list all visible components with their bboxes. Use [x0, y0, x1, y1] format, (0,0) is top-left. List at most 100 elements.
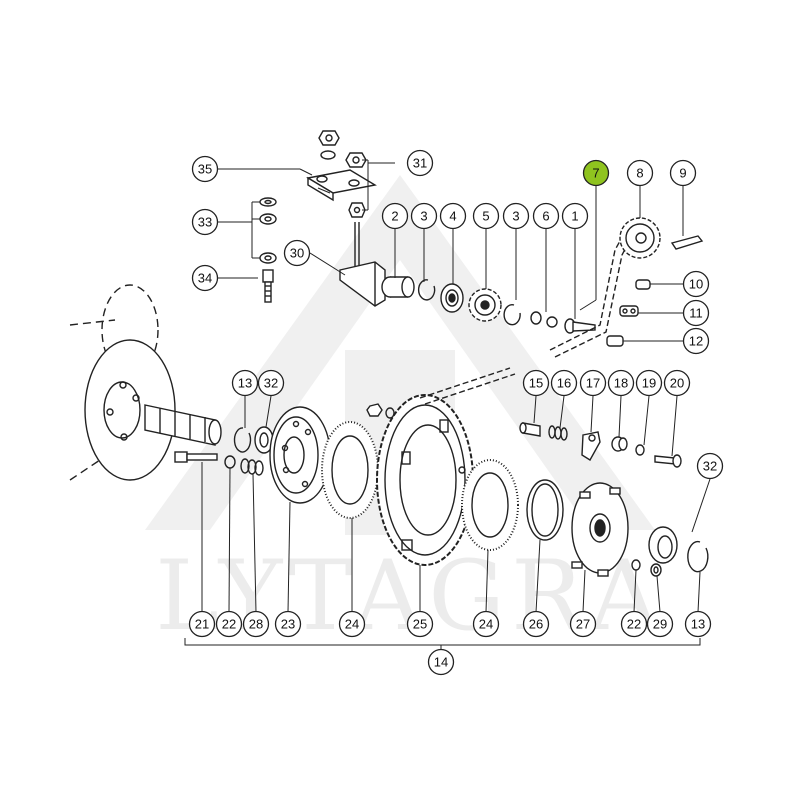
ring-32-part	[648, 526, 678, 564]
svg-text:31: 31	[413, 156, 427, 171]
callout-33: 33	[191, 208, 219, 236]
svg-text:11: 11	[689, 306, 703, 321]
svg-text:5: 5	[482, 209, 489, 224]
svg-text:9: 9	[679, 166, 686, 181]
ring-32-part	[254, 426, 274, 454]
svg-text:3: 3	[512, 209, 519, 224]
chain-part	[419, 367, 516, 405]
svg-text:8: 8	[636, 166, 643, 181]
svg-text:4: 4	[449, 209, 456, 224]
callout-16: 16	[550, 369, 578, 397]
svg-text:12: 12	[689, 334, 703, 349]
svg-text:22: 22	[222, 617, 236, 632]
svg-text:7: 7	[592, 166, 599, 181]
bolt-21-part	[174, 451, 218, 463]
callout-17: 17	[579, 369, 607, 397]
circlip-part	[503, 304, 521, 326]
clutch-hub-part	[571, 482, 629, 577]
bolt-20-part	[654, 454, 682, 468]
callout-7: 7	[582, 159, 610, 187]
washer-part	[546, 316, 558, 328]
callout-28: 28	[242, 610, 270, 638]
svg-text:24: 24	[479, 617, 493, 632]
svg-text:20: 20	[670, 376, 684, 391]
svg-text:32: 32	[264, 376, 278, 391]
washer-22-part	[631, 559, 641, 571]
callout-31: 31	[406, 149, 434, 177]
bolt-1-part	[564, 318, 596, 334]
svg-text:32: 32	[703, 459, 717, 474]
leader-lines	[184, 159, 711, 650]
callout-13-2: 13	[684, 610, 712, 638]
callout-6: 6	[532, 202, 560, 230]
callout-2: 2	[381, 202, 409, 230]
svg-text:35: 35	[198, 162, 212, 177]
callout-3: 3	[410, 202, 438, 230]
callout-24: 24	[338, 610, 366, 638]
bolt-34-part	[262, 269, 274, 303]
callout-23: 23	[274, 610, 302, 638]
circlip-part	[417, 279, 436, 301]
callout-12: 12	[682, 327, 710, 355]
ring-26-part	[526, 479, 564, 541]
svg-text:25: 25	[413, 617, 427, 632]
svg-text:18: 18	[614, 376, 628, 391]
callout-13: 13	[231, 369, 259, 397]
callout-5: 5	[472, 202, 500, 230]
svg-text:6: 6	[542, 209, 549, 224]
callout-8: 8	[626, 159, 654, 187]
callout-1: 1	[561, 202, 589, 230]
pin-15-part	[519, 422, 541, 437]
link-17-part	[581, 431, 601, 461]
callout-22-2: 22	[620, 610, 648, 638]
callout-14: 14	[427, 648, 455, 676]
nut-29-part	[650, 563, 662, 577]
spring-16-part	[548, 425, 568, 441]
svg-text:24: 24	[345, 617, 359, 632]
svg-text:13: 13	[691, 617, 705, 632]
svg-text:10: 10	[689, 277, 703, 292]
key-part	[670, 235, 704, 250]
circlip-13-part	[687, 540, 709, 573]
callout-22: 22	[215, 610, 243, 638]
chain-link-parts	[606, 279, 651, 347]
svg-text:33: 33	[198, 215, 212, 230]
svg-text:3: 3	[420, 209, 427, 224]
svg-text:17: 17	[586, 376, 600, 391]
callout-15: 15	[522, 369, 550, 397]
callout-29: 29	[646, 610, 674, 638]
washer-parts	[259, 197, 277, 264]
svg-text:16: 16	[557, 376, 571, 391]
callout-20: 20	[663, 369, 691, 397]
callout-32: 32	[257, 369, 285, 397]
washer-part	[530, 311, 542, 325]
callout-26: 26	[522, 610, 550, 638]
friction-disc-part	[321, 421, 379, 519]
small-sprocket-part	[468, 288, 502, 322]
callout-18: 18	[607, 369, 635, 397]
svg-text:21: 21	[195, 617, 209, 632]
callout-11: 11	[682, 299, 710, 327]
bracket-plate-part	[306, 169, 377, 202]
svg-text:14: 14	[434, 655, 448, 670]
nut-parts	[318, 130, 367, 218]
svg-text:19: 19	[642, 376, 656, 391]
callout-24-2: 24	[472, 610, 500, 638]
nut-part	[366, 403, 383, 417]
spring-part	[240, 458, 264, 476]
svg-text:1: 1	[571, 209, 578, 224]
svg-text:22: 22	[627, 617, 641, 632]
svg-text:26: 26	[529, 617, 543, 632]
svg-text:13: 13	[238, 376, 252, 391]
circlip-13-part	[233, 427, 252, 453]
callout-32-2: 32	[696, 452, 724, 480]
bushing-18-part	[611, 436, 628, 452]
bushing-part	[381, 276, 415, 298]
svg-text:27: 27	[576, 617, 590, 632]
svg-text:34: 34	[198, 271, 212, 286]
washer-19-part	[635, 444, 645, 456]
stud-bracket-part	[339, 222, 386, 307]
hub-flange-part	[84, 339, 176, 481]
